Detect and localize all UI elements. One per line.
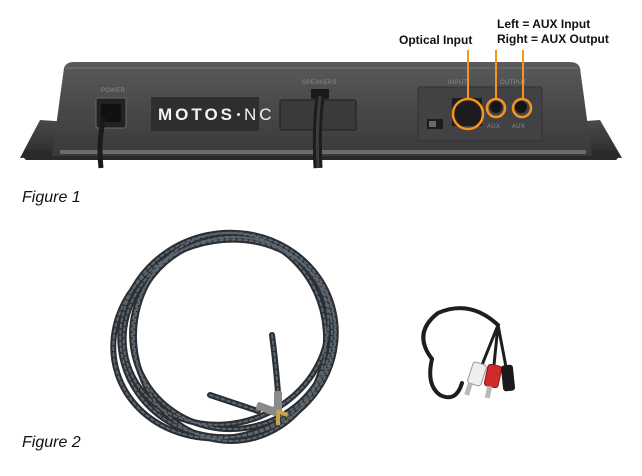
- brand-logo-dot-icon: [237, 113, 241, 117]
- callout-ring-optical: [451, 97, 485, 131]
- callout-ring-aux-out: [511, 97, 533, 119]
- label-power: POWER: [101, 88, 126, 94]
- label-speakers: SPEAKERS: [302, 80, 337, 86]
- brand-logo-bold: MOTOS: [158, 105, 236, 124]
- aux-plug-1: [274, 391, 282, 425]
- label-output: OUTPUT: [500, 80, 527, 86]
- callout-aux-left: Left = AUX Input: [497, 17, 591, 31]
- figure-2-caption: Figure 2: [22, 434, 81, 451]
- label-aux-in: AUX: [487, 124, 501, 130]
- figure-1-caption: Figure 1: [22, 189, 81, 206]
- device-back-panel: [20, 50, 622, 169]
- brand-plate: [151, 97, 259, 131]
- callout-optical-input: Optical Input: [399, 33, 473, 47]
- aux-input-jack: [490, 101, 502, 113]
- power-cable: [97, 117, 107, 169]
- brand-logo: MOTOS NC: [158, 105, 275, 125]
- rca-red-plug: [483, 363, 503, 399]
- braided-aux-cable: [110, 229, 339, 444]
- rca-white-plug: [464, 361, 487, 396]
- brand-logo-rest: NC: [244, 105, 275, 124]
- figure-2: Figure 2: [0, 215, 642, 476]
- label-input: INPUT: [448, 80, 468, 86]
- callout-ring-aux-in: [485, 97, 507, 119]
- figure-1: POWER SPEAKERS INPUT OUTPUT AUX AUX MOTO…: [0, 0, 642, 215]
- callout-aux-right: Right = AUX Output: [497, 32, 609, 46]
- aux-output-jack: [515, 101, 527, 113]
- label-aux-out: AUX: [512, 124, 526, 130]
- rca-y-adapter-cable: [421, 306, 516, 400]
- aux-plug-2: [255, 402, 289, 417]
- aux-female-jack: [500, 364, 516, 392]
